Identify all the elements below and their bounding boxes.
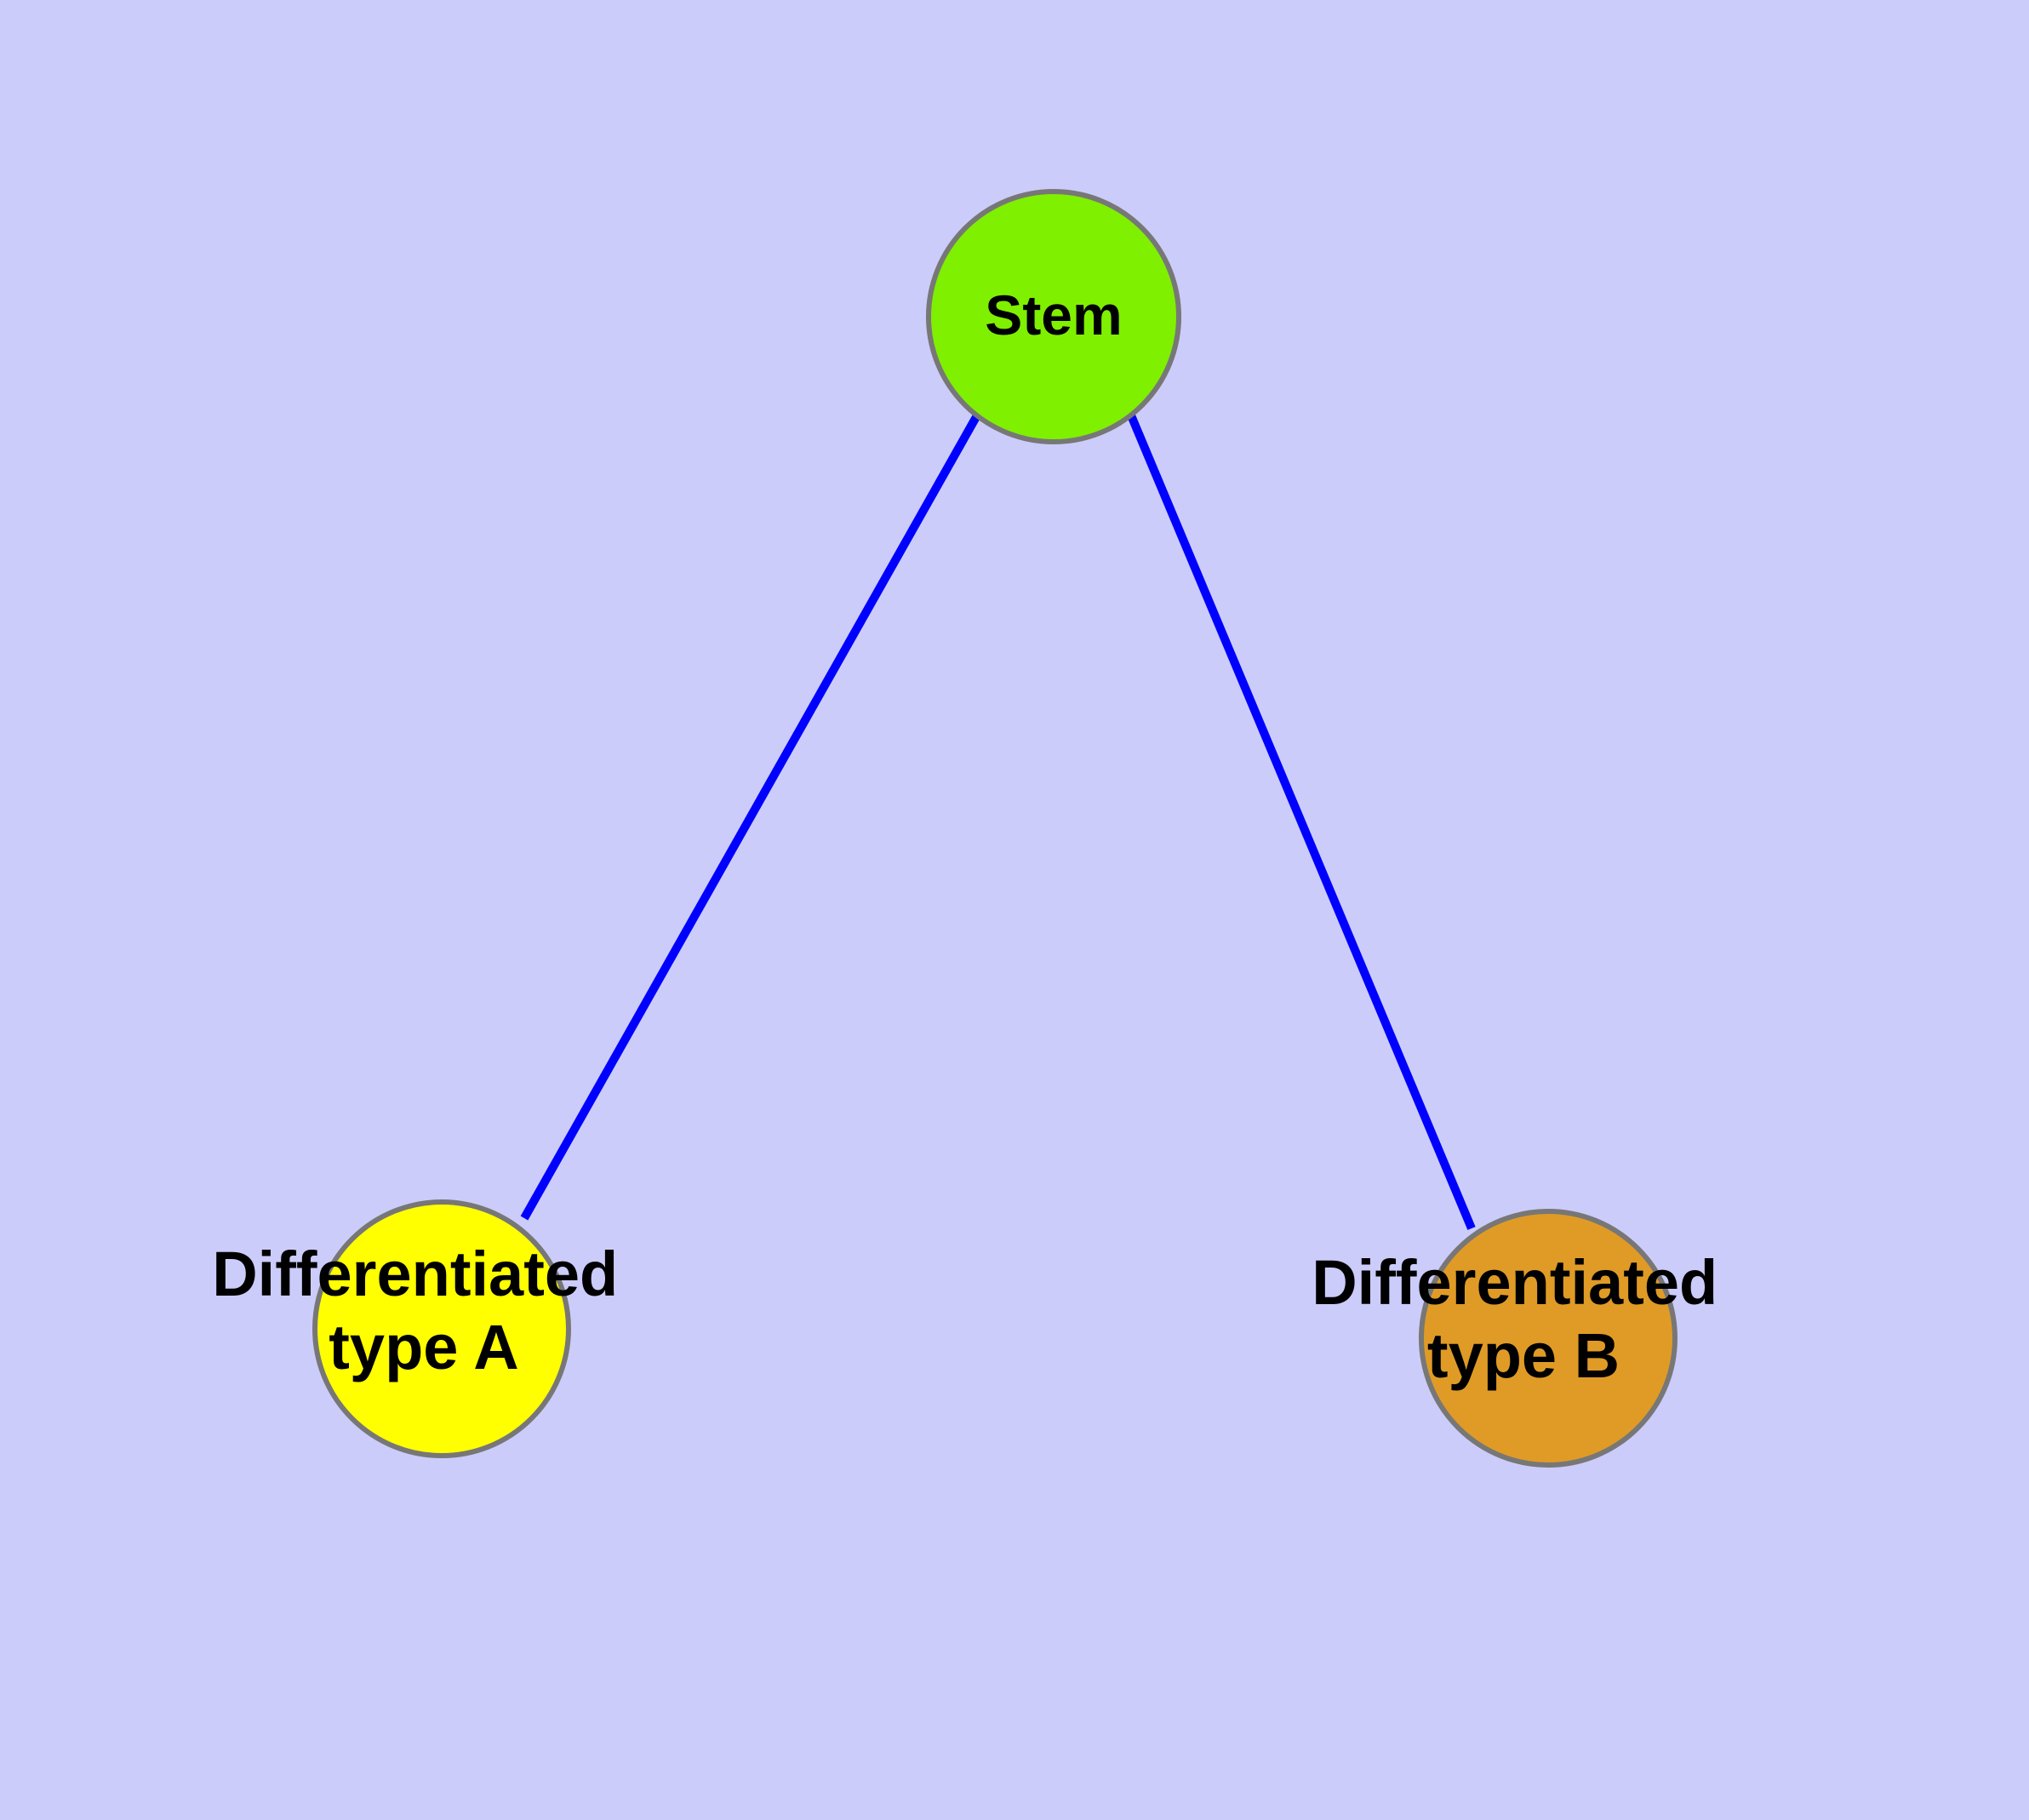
edge-stem-to-differentiated-type-b — [1127, 414, 1476, 1230]
edge-stem-to-differentiated-type-a — [520, 413, 981, 1221]
node-differentiated-type-a-label: Differentiated type A — [212, 1239, 636, 1382]
node-layer: Stem Differentiated type A Differentiate… — [212, 189, 1735, 1468]
node-differentiated-type-a-label-line1: Differentiated — [212, 1239, 618, 1309]
node-differentiated-type-b-circle[interactable] — [1419, 1209, 1677, 1468]
node-stem-circle[interactable] — [926, 189, 1181, 444]
node-stem-label: Stem — [985, 283, 1122, 346]
node-differentiated-type-a-circle[interactable] — [312, 1199, 571, 1458]
node-stem[interactable]: Stem — [926, 189, 1181, 444]
node-stem-label-line1: Stem — [985, 283, 1122, 346]
node-differentiated-type-b-label-line1: Differentiated — [1312, 1247, 1718, 1318]
node-differentiated-type-b-label-line2: type B — [1427, 1320, 1620, 1391]
node-differentiated-type-b[interactable]: Differentiated type B — [1312, 1209, 1735, 1468]
node-differentiated-type-b-label: Differentiated type B — [1312, 1247, 1735, 1391]
node-differentiated-type-a[interactable]: Differentiated type A — [212, 1199, 636, 1458]
edge-layer — [520, 413, 1476, 1230]
node-differentiated-type-a-label-line2: type A — [329, 1312, 518, 1382]
